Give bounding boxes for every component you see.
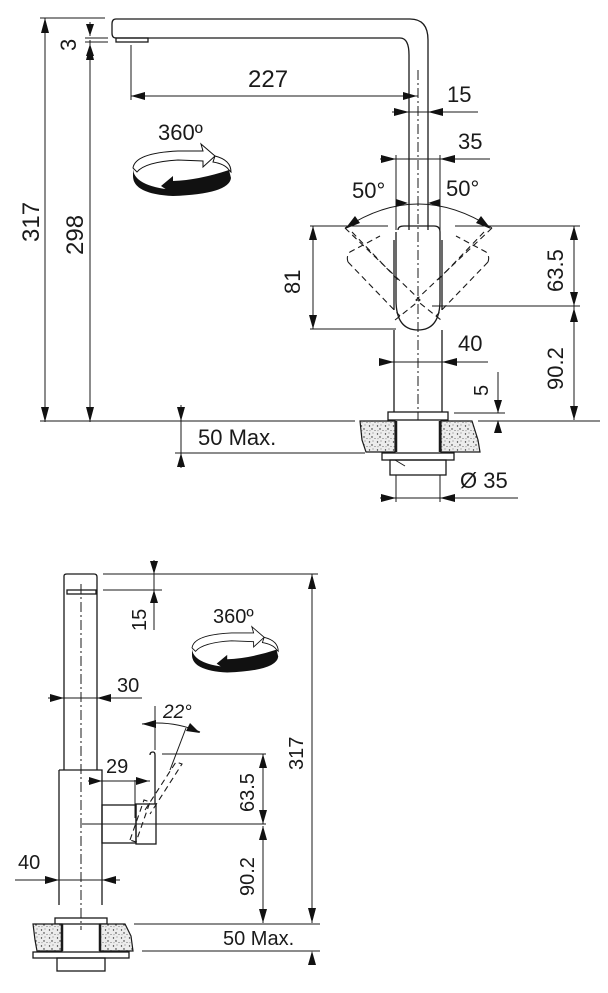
dim-handle-height: 63.5 [543,249,568,292]
dim-side-handle-base-height: 90.2 [237,857,259,896]
dim-side-spout-tube: 30 [117,675,140,697]
dim-side-body-diameter: 40 [18,852,41,874]
dim-side-overall-height: 317 [286,736,308,770]
side-rotation-label: 360º [213,606,254,628]
rotation-label: 360º [158,120,203,145]
dim-handle-length: 81 [280,269,305,294]
dim-reach: 227 [248,66,289,93]
dim-side-spout-tip: 15 [129,608,151,631]
dim-spout-height: 298 [62,214,89,255]
dim-handle-tilt: 22° [163,702,192,723]
dim-side-counter-thickness: 50 Max. [223,928,295,950]
dim-spout-tip: 3 [56,38,81,51]
dim-handle-reach: 29 [106,756,129,778]
front-view [40,17,600,502]
dim-handle-width: 35 [458,129,483,154]
dim-hole-diameter: Ø 35 [460,468,508,493]
dim-spout-tube: 15 [447,82,472,107]
dim-overall-height: 317 [18,201,45,242]
dim-side-handle-height: 63.5 [237,773,259,812]
dim-angle-right: 50° [446,176,480,201]
rotation-360-icon [191,625,279,673]
dim-base-ring: 5 [471,384,493,396]
dim-counter-thickness: 50 Max. [198,425,277,450]
dim-body-diameter: 40 [458,331,483,356]
dim-handle-base-height: 90.2 [543,347,568,390]
rotation-360-icon [132,142,232,196]
side-view [15,560,320,972]
dim-angle-left: 50° [352,178,386,203]
